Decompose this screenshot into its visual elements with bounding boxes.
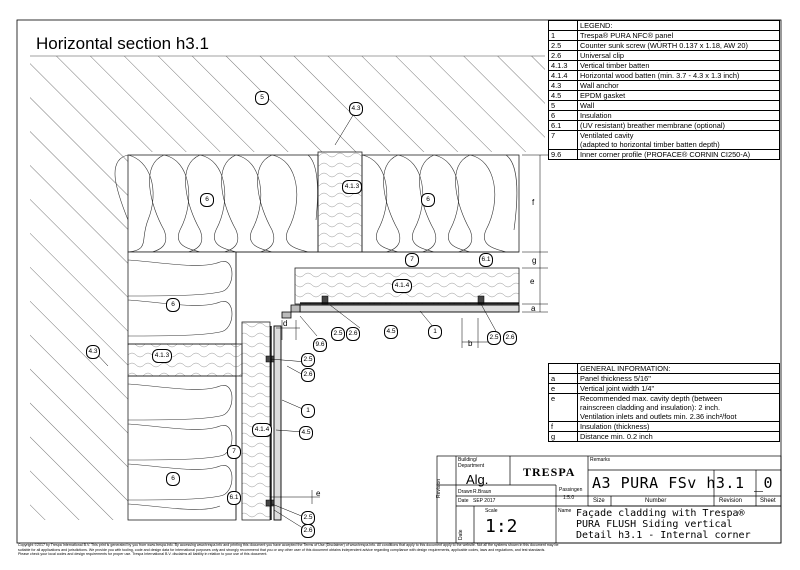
callout-screw-b: 2.5 bbox=[487, 331, 501, 345]
name-line-3: Detail h3.1 - Internal corner bbox=[576, 530, 751, 541]
remarks-label: Remarks bbox=[590, 457, 611, 463]
dim-e2: e bbox=[316, 489, 321, 498]
sheet-label: Sheet bbox=[760, 498, 776, 504]
callout-anchor-top: 4.3 bbox=[349, 102, 363, 116]
dim-b: b bbox=[468, 339, 473, 348]
vertical-batten-left bbox=[127, 343, 243, 377]
corner-profile bbox=[281, 304, 301, 319]
building-label: Building/ bbox=[458, 457, 478, 463]
callout-ins-left-bot: 6 bbox=[166, 472, 180, 486]
callout-corner-profile: 9.6 bbox=[313, 338, 327, 352]
callout-batten-vert-left: 4.1.3 bbox=[152, 349, 172, 363]
dim-e: e bbox=[530, 277, 535, 286]
name-line-1: Façade cladding with Trespa® bbox=[576, 508, 745, 519]
copyright-disclaimer: Copyright ©2017 by Trespa International … bbox=[18, 543, 559, 556]
callout-panel-top: 1 bbox=[428, 325, 442, 339]
dim-a: a bbox=[531, 304, 536, 313]
callout-wall-top: 5 bbox=[255, 91, 269, 105]
date-value: SEP 2017 bbox=[473, 498, 496, 504]
callout-cavity-left: 7 bbox=[227, 445, 241, 459]
dim-d: d bbox=[283, 319, 287, 328]
horizontal-batten-left bbox=[241, 321, 271, 521]
callout-clip-b: 2.6 bbox=[503, 331, 517, 345]
dimension-labels: f g e a b d e bbox=[283, 198, 536, 498]
scale-label: Scale bbox=[485, 508, 498, 514]
revision-side-label: Revision bbox=[436, 478, 442, 498]
date-side-label: Date bbox=[458, 529, 464, 540]
drawn-value: R.Braun bbox=[473, 489, 492, 495]
callout-panel-left: 1 bbox=[301, 404, 315, 418]
callout-anchor-left: 4.3 bbox=[86, 345, 100, 359]
department-label: Department bbox=[458, 463, 485, 469]
drawn-label: Drawn bbox=[458, 489, 473, 495]
callout-clip-c: 2.6 bbox=[301, 368, 315, 382]
vertical-batten-top bbox=[317, 151, 363, 253]
name-line-2: PURA FLUSH Siding vertical bbox=[576, 519, 733, 530]
callout-screw-a: 2.5 bbox=[331, 327, 345, 341]
callout-membrane-top: 6.1 bbox=[479, 253, 493, 267]
scale-value: 1:2 bbox=[485, 516, 518, 537]
insulation-left-mid bbox=[127, 251, 237, 345]
size-label: Size bbox=[593, 498, 605, 504]
revision-label: Revision bbox=[719, 498, 743, 504]
insulation-left-bottom bbox=[127, 375, 237, 521]
wall-hatch bbox=[30, 56, 545, 520]
dim-g: g bbox=[532, 256, 536, 265]
brand-logo: TRESPA bbox=[523, 465, 576, 479]
passingen-label: Passingen bbox=[559, 487, 583, 493]
callout-gasket-left: 4.5 bbox=[299, 426, 313, 440]
callout-ins-right-top: 6 bbox=[421, 193, 435, 207]
callout-membrane-left: 6.1 bbox=[227, 491, 241, 505]
date-label: Date bbox=[458, 498, 469, 504]
name-label: Name bbox=[558, 508, 572, 514]
callout-ins-left-mid: 6 bbox=[166, 298, 180, 312]
callout-clip-d: 2.6 bbox=[301, 524, 315, 538]
drawing-code: A3 PURA FSv h3.1 _0 bbox=[592, 474, 774, 492]
callout-wood-left: 4.1.4 bbox=[252, 423, 272, 437]
callout-clip-a: 2.6 bbox=[346, 327, 360, 341]
callout-gasket-top: 4.5 bbox=[384, 325, 398, 339]
callout-cavity-top: 7 bbox=[405, 253, 419, 267]
sheet-frame bbox=[16, 19, 782, 544]
department-value: Alg. bbox=[466, 472, 489, 487]
dim-f: f bbox=[532, 198, 535, 207]
passingen-value: 1:5.0 bbox=[563, 495, 575, 501]
callout-wood-top: 4.1.4 bbox=[392, 279, 412, 293]
callout-ins-left-top: 6 bbox=[200, 193, 214, 207]
panel-left bbox=[273, 325, 282, 521]
callout-batten-vert-top: 4.1.3 bbox=[342, 180, 362, 194]
number-label: Number bbox=[645, 498, 667, 504]
page-title: Horizontal section h3.1 bbox=[36, 34, 209, 53]
callout-screw-c: 2.5 bbox=[301, 353, 315, 367]
